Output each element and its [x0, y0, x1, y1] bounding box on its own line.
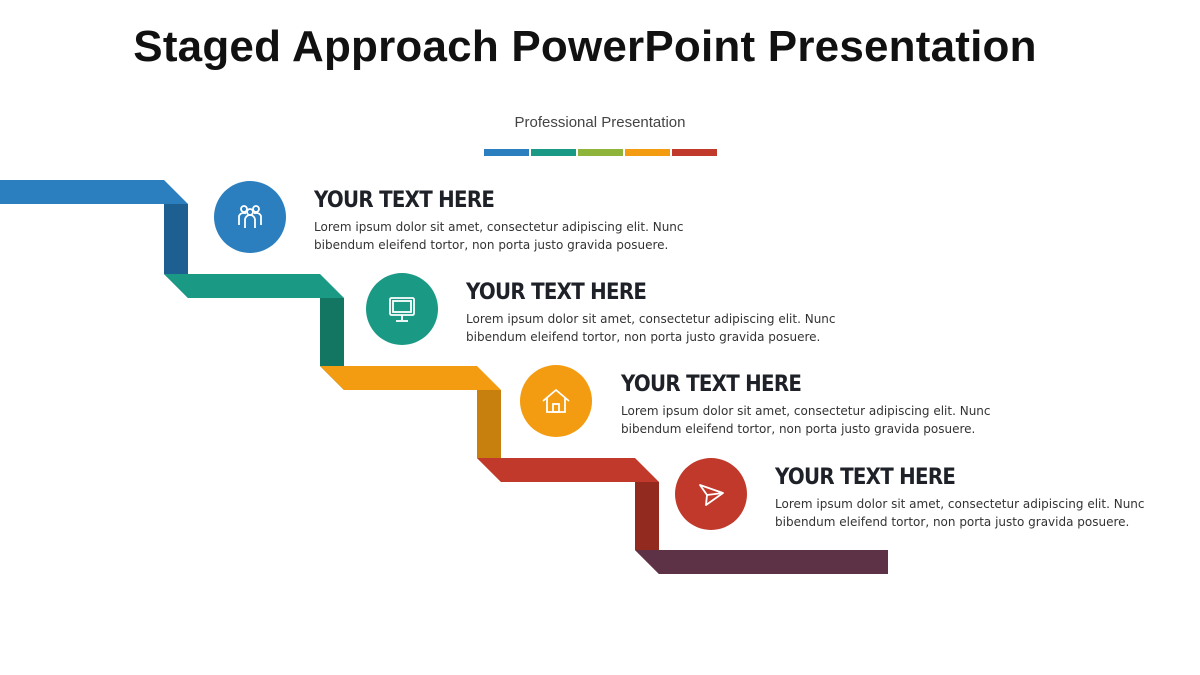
step-1-body: Lorem ipsum dolor sit amet, consectetur … — [314, 218, 704, 254]
step-1-heading: YOUR TEXT HERE — [314, 188, 495, 213]
step-3-heading: YOUR TEXT HERE — [621, 372, 802, 397]
stair-step-3-tread — [320, 366, 501, 390]
stair-landing — [635, 550, 888, 574]
step-4-icon-circle — [675, 458, 747, 530]
page-subtitle: Professional Presentation — [514, 114, 686, 131]
people-icon — [238, 205, 262, 228]
color-bar-segment-3 — [578, 149, 623, 156]
page-title: Staged Approach PowerPoint Presentation — [133, 22, 1037, 71]
step-2-heading: YOUR TEXT HERE — [466, 280, 647, 305]
step-4-body: Lorem ipsum dolor sit amet, consectetur … — [775, 495, 1165, 531]
step-4-heading: YOUR TEXT HERE — [775, 465, 956, 490]
color-bar-segment-2 — [531, 149, 576, 156]
stair-step-2-tread — [164, 274, 344, 298]
step-3-body-line-1: Lorem ipsum dolor sit amet, consectetur … — [621, 404, 991, 418]
step-2-text: YOUR TEXT HERE Lorem ipsum dolor sit ame… — [466, 278, 866, 346]
color-bar-segment-4 — [625, 149, 670, 156]
step-4-body-line-1: Lorem ipsum dolor sit amet, consectetur … — [775, 497, 1145, 511]
step-2-body-line-2: bibendum eleifend tortor, non porta just… — [466, 330, 821, 344]
monitor-icon — [389, 297, 415, 322]
step-3-text: YOUR TEXT HERE Lorem ipsum dolor sit ame… — [621, 370, 1021, 438]
step-2-body: Lorem ipsum dolor sit amet, consectetur … — [466, 310, 856, 346]
step-2-body-line-1: Lorem ipsum dolor sit amet, consectetur … — [466, 312, 836, 326]
step-1-body-line-1: Lorem ipsum dolor sit amet, consectetur … — [314, 220, 684, 234]
step-1-icon-circle — [214, 181, 286, 253]
step-1-body-line-2: bibendum eleifend tortor, non porta just… — [314, 238, 669, 252]
step-3-body-line-2: bibendum eleifend tortor, non porta just… — [621, 422, 976, 436]
home-icon — [542, 388, 570, 413]
step-3-body: Lorem ipsum dolor sit amet, consectetur … — [621, 402, 1011, 438]
step-2-icon-circle — [366, 273, 438, 345]
step-1-text: YOUR TEXT HERE Lorem ipsum dolor sit ame… — [314, 186, 714, 254]
stair-step-4-tread — [477, 458, 659, 482]
stair-step-1-tread — [0, 180, 188, 204]
color-bar-segment-5 — [672, 149, 717, 156]
paper-plane-icon — [699, 484, 724, 506]
step-3-icon-circle — [520, 365, 592, 437]
color-bar — [484, 149, 719, 156]
step-4-text: YOUR TEXT HERE Lorem ipsum dolor sit ame… — [775, 463, 1175, 531]
color-bar-segment-1 — [484, 149, 529, 156]
step-4-body-line-2: bibendum eleifend tortor, non porta just… — [775, 515, 1130, 529]
